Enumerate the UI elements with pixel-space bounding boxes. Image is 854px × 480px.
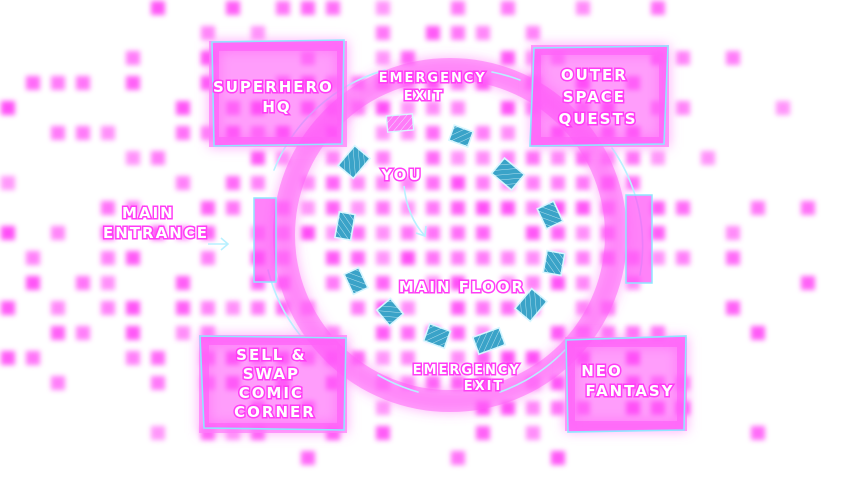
zone-superhero-hq-label: SUPERHERO HQ bbox=[213, 78, 341, 116]
zone-sell-swap-comic-corner[interactable]: SELL & SWAP COMIC CORNER bbox=[199, 335, 347, 433]
emergency-exit-bottom-label: EMERGENCY EXIT bbox=[413, 363, 528, 394]
seat[interactable] bbox=[422, 322, 452, 350]
seat[interactable] bbox=[336, 144, 372, 180]
seat[interactable] bbox=[536, 200, 564, 230]
seat[interactable] bbox=[513, 287, 549, 323]
zone-label-line: QUESTS bbox=[558, 110, 637, 128]
emergency-exit-top-label: EMERGENCY EXIT bbox=[379, 71, 494, 104]
seat-exit-bottom[interactable] bbox=[471, 326, 507, 356]
seat[interactable] bbox=[375, 297, 405, 327]
zone-label-line: CORNER bbox=[234, 403, 316, 421]
entrance-door bbox=[253, 197, 277, 283]
zone-superhero-hq[interactable]: SUPERHERO HQ bbox=[209, 39, 347, 147]
exit-label-line: EXIT bbox=[404, 89, 445, 104]
zone-label-line: SPACE bbox=[563, 88, 626, 106]
seat[interactable] bbox=[343, 266, 369, 296]
arrow-icon bbox=[403, 185, 427, 238]
main-floor-label: MAIN FLOOR bbox=[399, 278, 525, 296]
you-marker: YOU bbox=[379, 165, 427, 238]
you-label: YOU bbox=[380, 166, 422, 184]
zone-outer-space-quests-label: OUTER SPACE QUESTS bbox=[558, 66, 637, 128]
seat[interactable] bbox=[542, 249, 566, 277]
zone-fantasy[interactable]: NEO FANTASY bbox=[565, 335, 687, 433]
zone-label-line: SUPERHERO bbox=[213, 78, 334, 96]
zone-label-line: SWAP bbox=[243, 365, 300, 383]
seat[interactable] bbox=[447, 124, 475, 148]
seating-ring bbox=[333, 113, 566, 356]
zone-fantasy-label: FANTASY bbox=[585, 382, 674, 400]
east-door bbox=[625, 194, 653, 284]
zone-label-line: HQ bbox=[262, 98, 291, 116]
exit-label-line: EMERGENCY bbox=[413, 363, 521, 378]
zone-sell-swap-label: SELL & SWAP COMIC CORNER bbox=[234, 346, 316, 421]
exit-label-line: EMERGENCY bbox=[379, 71, 487, 86]
entrance-label-line: MAIN bbox=[122, 204, 175, 222]
seat[interactable] bbox=[490, 156, 526, 192]
zone-outer-space-quests[interactable]: OUTER SPACE QUESTS bbox=[529, 45, 669, 147]
zone-label-line: OUTER bbox=[561, 66, 628, 84]
entrance-label-line: ENTRANCE bbox=[103, 224, 209, 242]
zone-fantasy-prefix: NEO bbox=[581, 362, 623, 380]
zone-label-line: COMIC bbox=[239, 384, 304, 402]
zone-label-line: SELL & bbox=[236, 346, 306, 364]
seat[interactable] bbox=[333, 210, 357, 242]
main-entrance[interactable]: MAIN ENTRANCE bbox=[102, 203, 230, 251]
seat-exit-top[interactable] bbox=[385, 113, 415, 133]
main-entrance-label: MAIN ENTRANCE bbox=[103, 204, 209, 242]
arrow-right-icon bbox=[208, 237, 230, 251]
exit-label-line: EXIT bbox=[464, 379, 505, 394]
